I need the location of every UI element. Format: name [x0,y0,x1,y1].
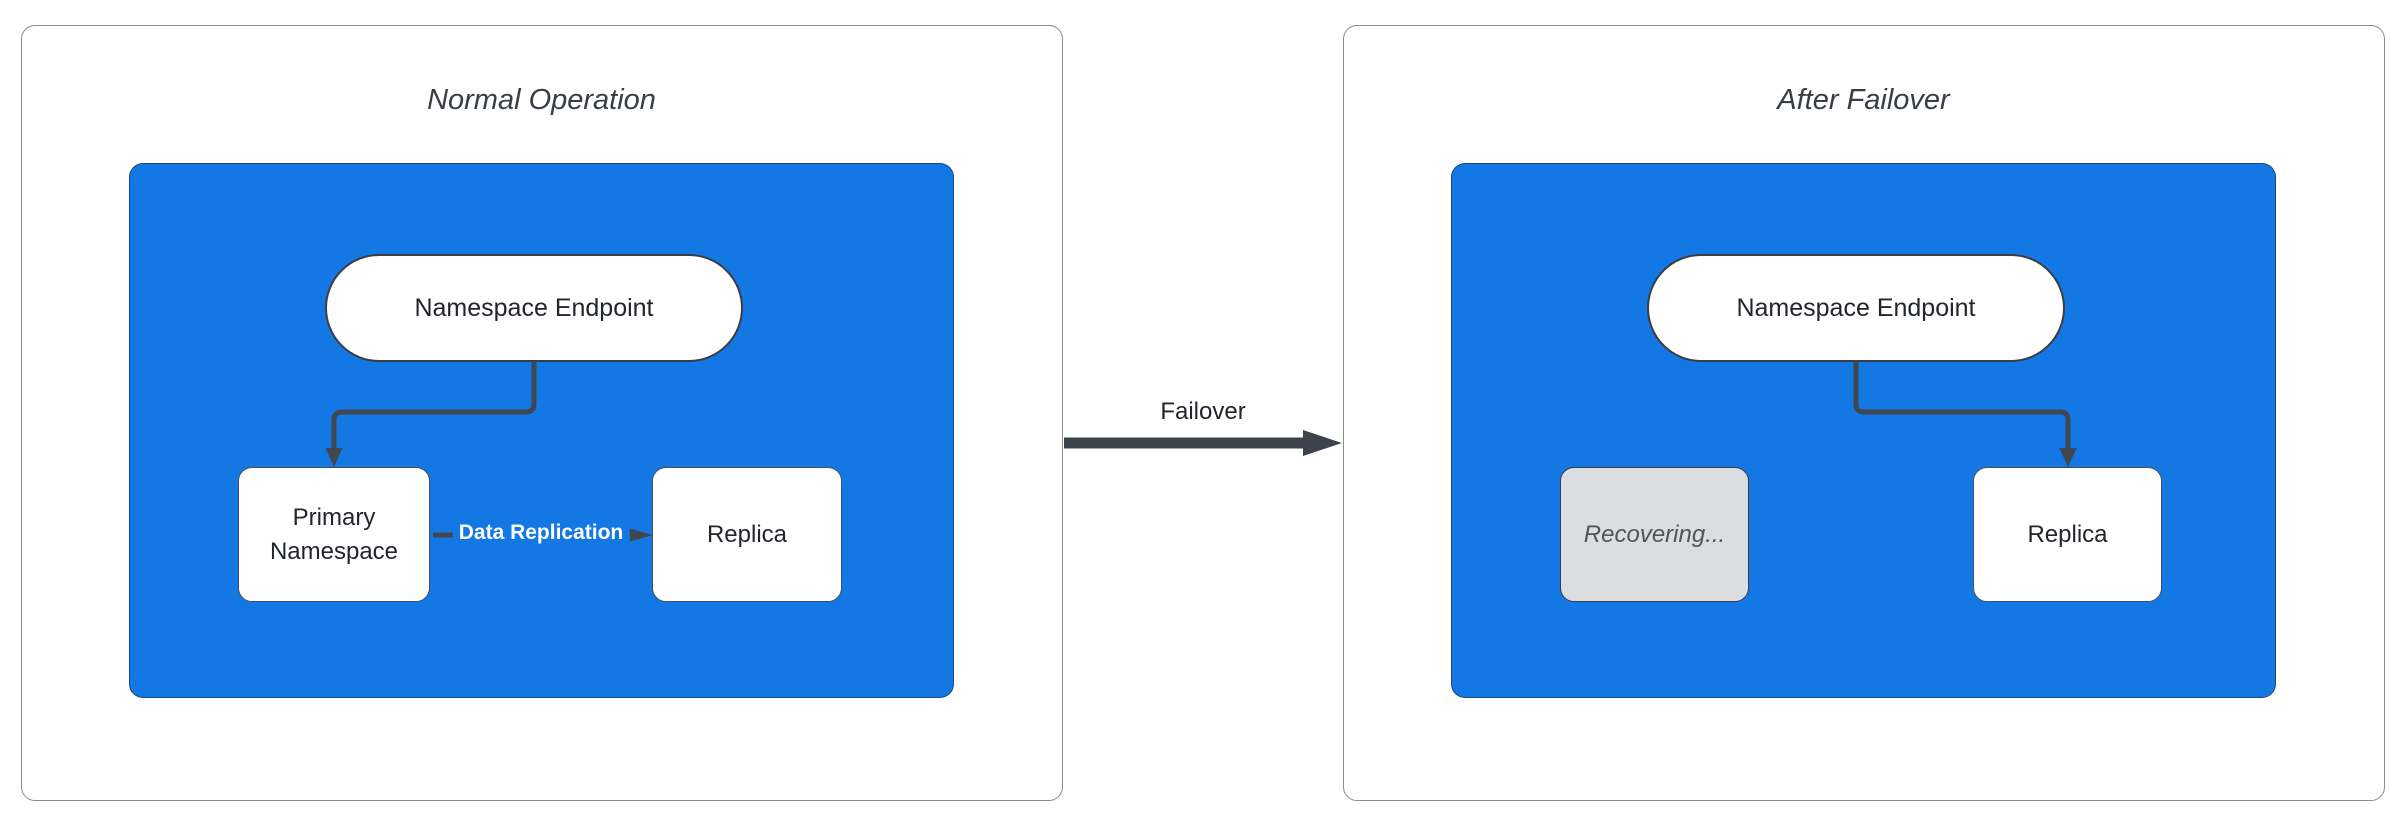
data-replication-label: Data Replication [452,520,630,546]
after-failover-blue-region [1451,163,2276,698]
left-namespace-endpoint-node: Namespace Endpoint [325,254,743,362]
recovering-node: Recovering... [1560,467,1749,602]
primary-namespace-label: Primary Namespace [269,504,399,565]
failover-label: Failover [1160,398,1246,426]
primary-namespace-node: Primary Namespace [238,467,430,602]
normal-operation-blue-region [129,163,954,698]
after-failover-title: After Failover [1777,84,1950,116]
normal-operation-title: Normal Operation [427,84,656,116]
right-namespace-endpoint-node: Namespace Endpoint [1647,254,2065,362]
left-replica-node: Replica [652,467,842,602]
failover-arrowhead-icon [1303,430,1342,456]
right-replica-node: Replica [1973,467,2162,602]
